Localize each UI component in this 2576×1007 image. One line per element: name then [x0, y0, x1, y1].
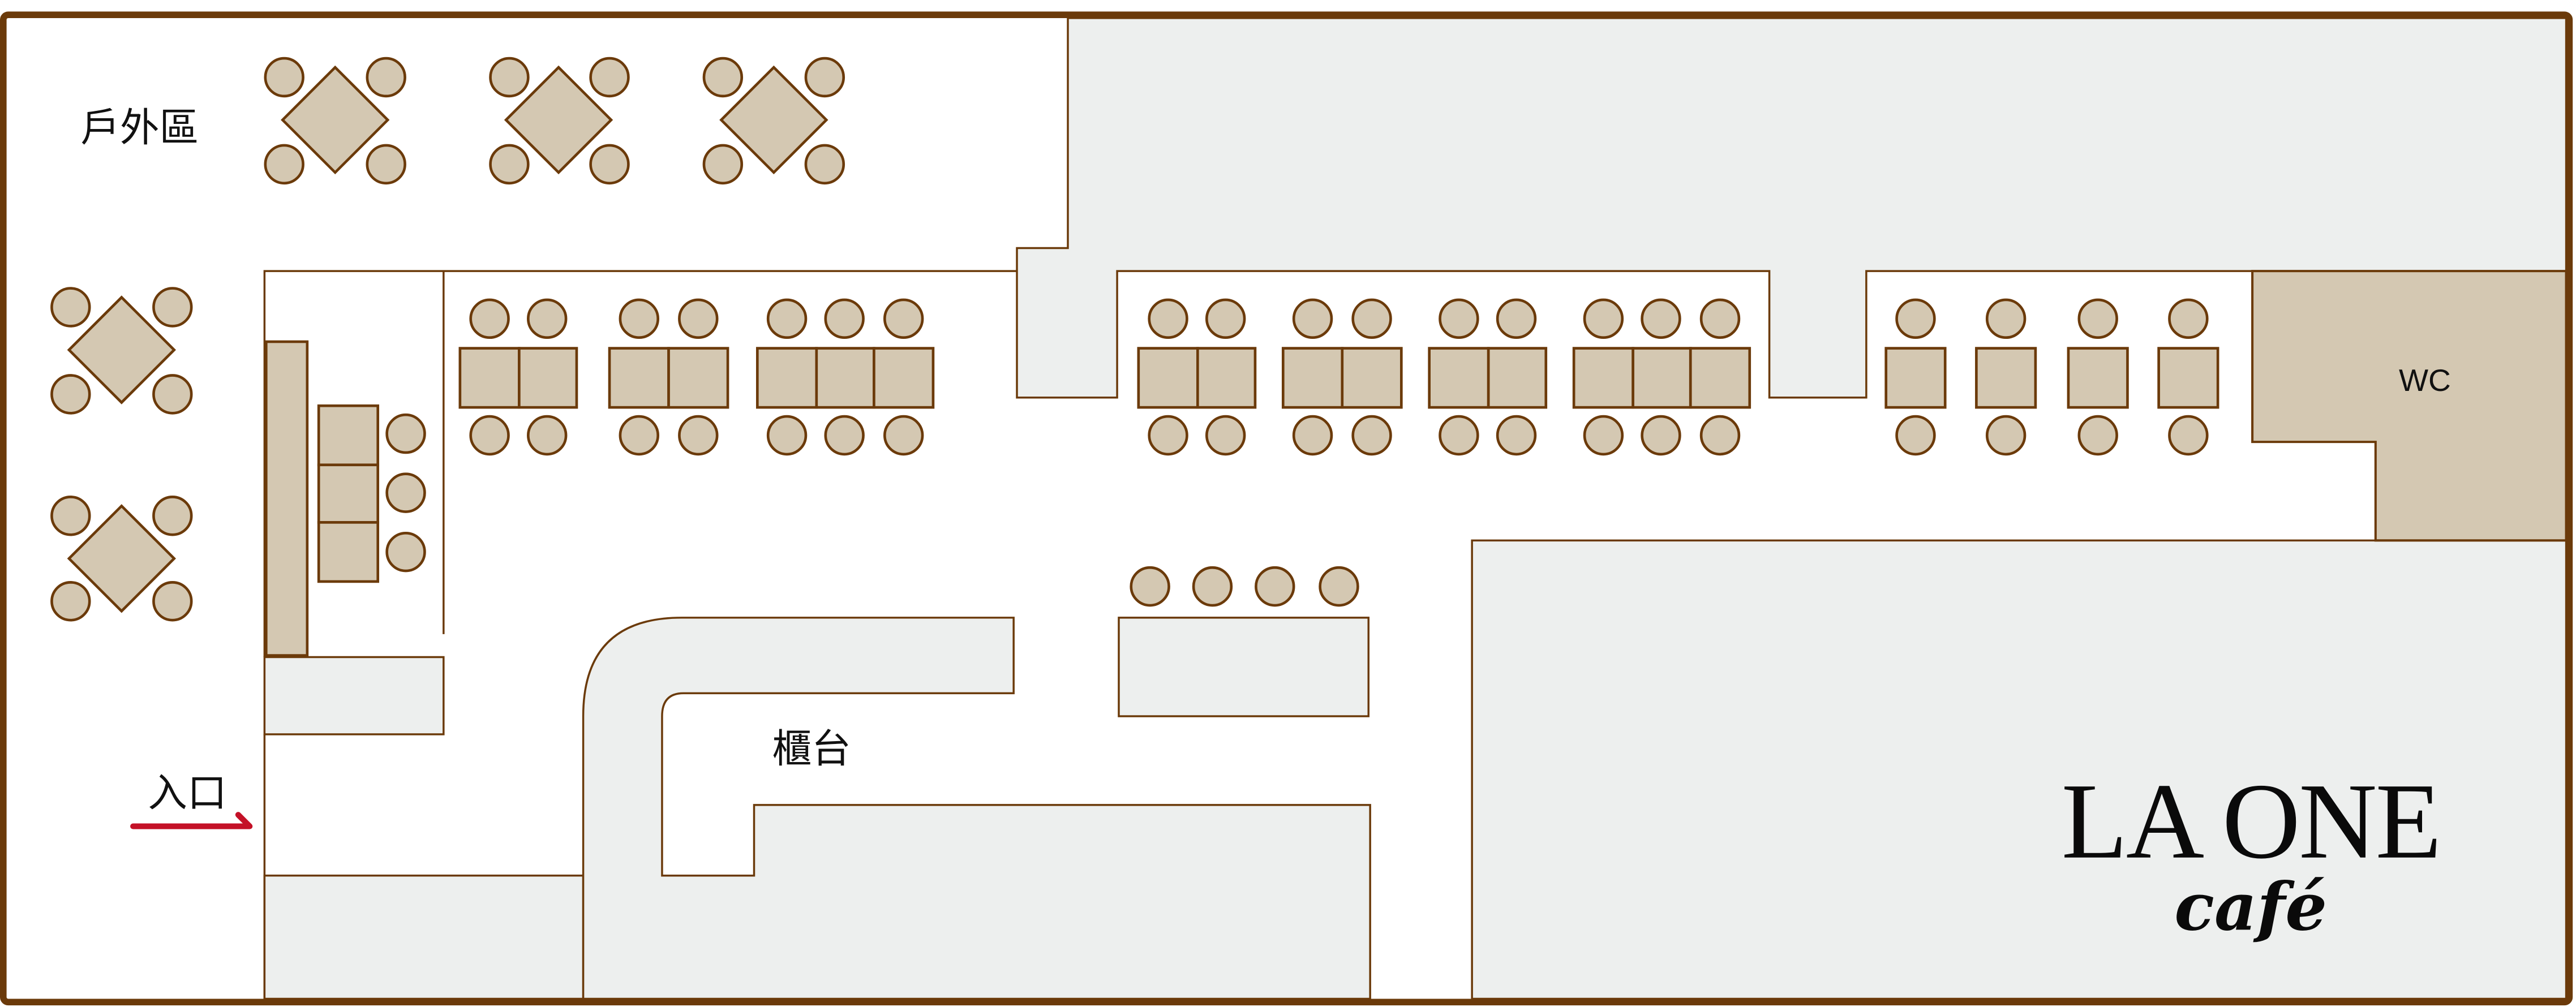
counter-label: 櫃台 — [772, 726, 851, 772]
restroom-area — [2251, 270, 2568, 542]
table-single-1[interactable] — [1884, 298, 1947, 456]
restroom-label: WC — [2399, 363, 2451, 398]
bar-stools — [1130, 566, 1359, 607]
storage-block — [263, 656, 445, 735]
table-single-4[interactable] — [2157, 298, 2219, 456]
outdoor-table-4[interactable] — [50, 287, 193, 415]
table-group-5[interactable] — [1281, 298, 1403, 456]
entrance-label: 入口 — [148, 771, 226, 816]
bottom-left-block — [263, 874, 585, 1000]
bench-tables[interactable] — [317, 404, 380, 583]
entrance-arrow-icon — [130, 812, 253, 829]
wall-bench — [264, 340, 309, 657]
table-group-2[interactable] — [608, 298, 729, 456]
table-single-2[interactable] — [1975, 298, 2037, 456]
counter-area — [582, 617, 1371, 1000]
logo-subtitle: café — [2174, 869, 2327, 946]
outdoor-table-2[interactable] — [489, 57, 630, 185]
outdoor-table-3[interactable] — [702, 57, 845, 185]
kitchen-area — [1471, 539, 2568, 1000]
inner-wall-top — [263, 270, 1017, 657]
outdoor-area-label: 戶外區 — [80, 105, 199, 151]
table-group-1[interactable] — [458, 298, 578, 456]
logo-name: LA ONE — [2062, 761, 2440, 881]
table-group-6[interactable] — [1428, 298, 1548, 456]
table-group-7[interactable] — [1572, 298, 1751, 456]
table-group-4[interactable] — [1137, 298, 1257, 456]
outdoor-table-5[interactable] — [50, 496, 193, 622]
bench-stools — [385, 413, 426, 573]
table-single-3[interactable] — [2067, 298, 2129, 456]
table-group-3[interactable] — [755, 298, 935, 456]
outdoor-table-1[interactable] — [264, 57, 406, 185]
bar-table — [1118, 617, 1369, 717]
